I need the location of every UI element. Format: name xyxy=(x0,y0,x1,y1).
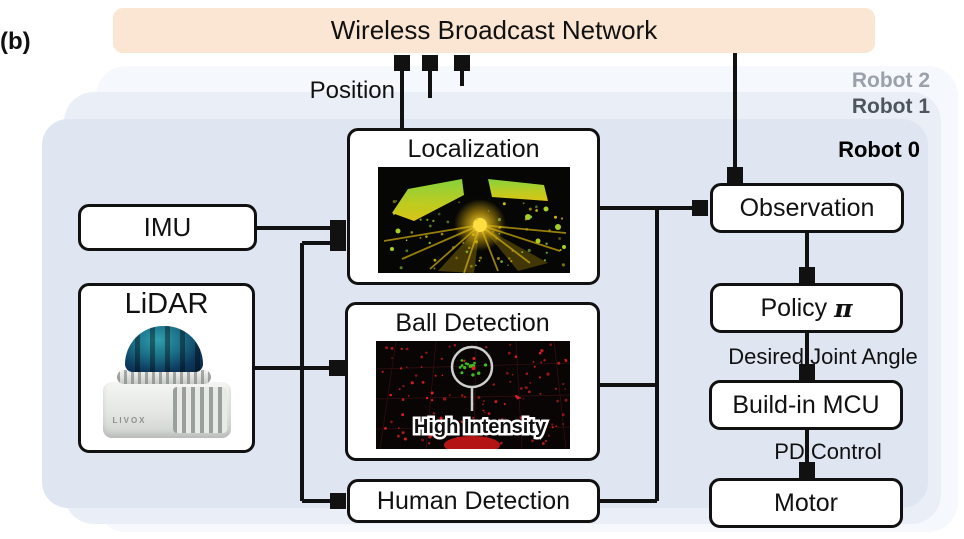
desired-joint-angle-edge-label: Desired Joint Angle xyxy=(728,344,918,369)
wall-right xyxy=(487,179,548,201)
localization-pointcloud-image xyxy=(377,167,570,273)
motor-label: Motor xyxy=(774,488,838,517)
red-intensity-points xyxy=(381,343,567,445)
banner-title: Wireless Broadcast Network xyxy=(330,15,658,45)
localization-label: Localization xyxy=(407,135,540,163)
robot-2-label: Robot 2 xyxy=(851,69,930,92)
lidar-node: LiDAR LIVOX xyxy=(78,283,255,453)
robot-1-label: Robot 1 xyxy=(851,95,930,118)
position-edge-label: Position xyxy=(309,77,395,104)
sensor-collar xyxy=(116,370,211,384)
pd-control-edge-label: PD Control xyxy=(774,439,882,464)
figure-panel-label: (b) xyxy=(0,28,31,55)
imu-label: IMU xyxy=(143,212,192,242)
sensor-brand-text: LIVOX xyxy=(112,416,147,425)
wireless-broadcast-network-banner: Wireless Broadcast Network xyxy=(113,8,875,53)
pointcloud-scatter xyxy=(392,200,565,270)
mcu-label: Build-in MCU xyxy=(732,390,880,419)
wall-left xyxy=(391,179,464,221)
red-cluster xyxy=(443,436,500,449)
sensor-heatsink-fins xyxy=(172,387,227,433)
policy-pi-symbol: π xyxy=(834,293,853,323)
high-intensity-annotation: High Intensity xyxy=(413,416,546,438)
ball-detection-image: High Intensity xyxy=(375,341,570,449)
ball-detection-label: Ball Detection xyxy=(395,309,550,337)
livox-lidar-sensor-image: LIVOX xyxy=(101,326,233,440)
imu-node: IMU xyxy=(78,204,257,251)
policy-label: Policy xyxy=(760,293,828,322)
observation-label: Observation xyxy=(739,193,875,222)
green-high-intensity-points xyxy=(458,357,487,377)
sensor-body: LIVOX xyxy=(102,382,231,438)
observation-node: Observation xyxy=(710,183,904,233)
scan-core xyxy=(472,218,487,232)
lidar-label: LiDAR xyxy=(124,288,209,320)
motor-node: Motor xyxy=(709,478,903,528)
sensor-dome xyxy=(124,326,203,372)
localization-node: Localization xyxy=(347,128,600,285)
pointcloud-debris xyxy=(389,206,566,251)
human-detection-label: Human Detection xyxy=(376,486,571,515)
human-detection-node: Human Detection xyxy=(347,479,600,523)
ball-detection-node: Ball Detection High Intensity xyxy=(345,302,600,461)
build-in-mcu-node: Build-in MCU xyxy=(709,380,903,430)
robot-0-label: Robot 0 xyxy=(838,137,920,162)
